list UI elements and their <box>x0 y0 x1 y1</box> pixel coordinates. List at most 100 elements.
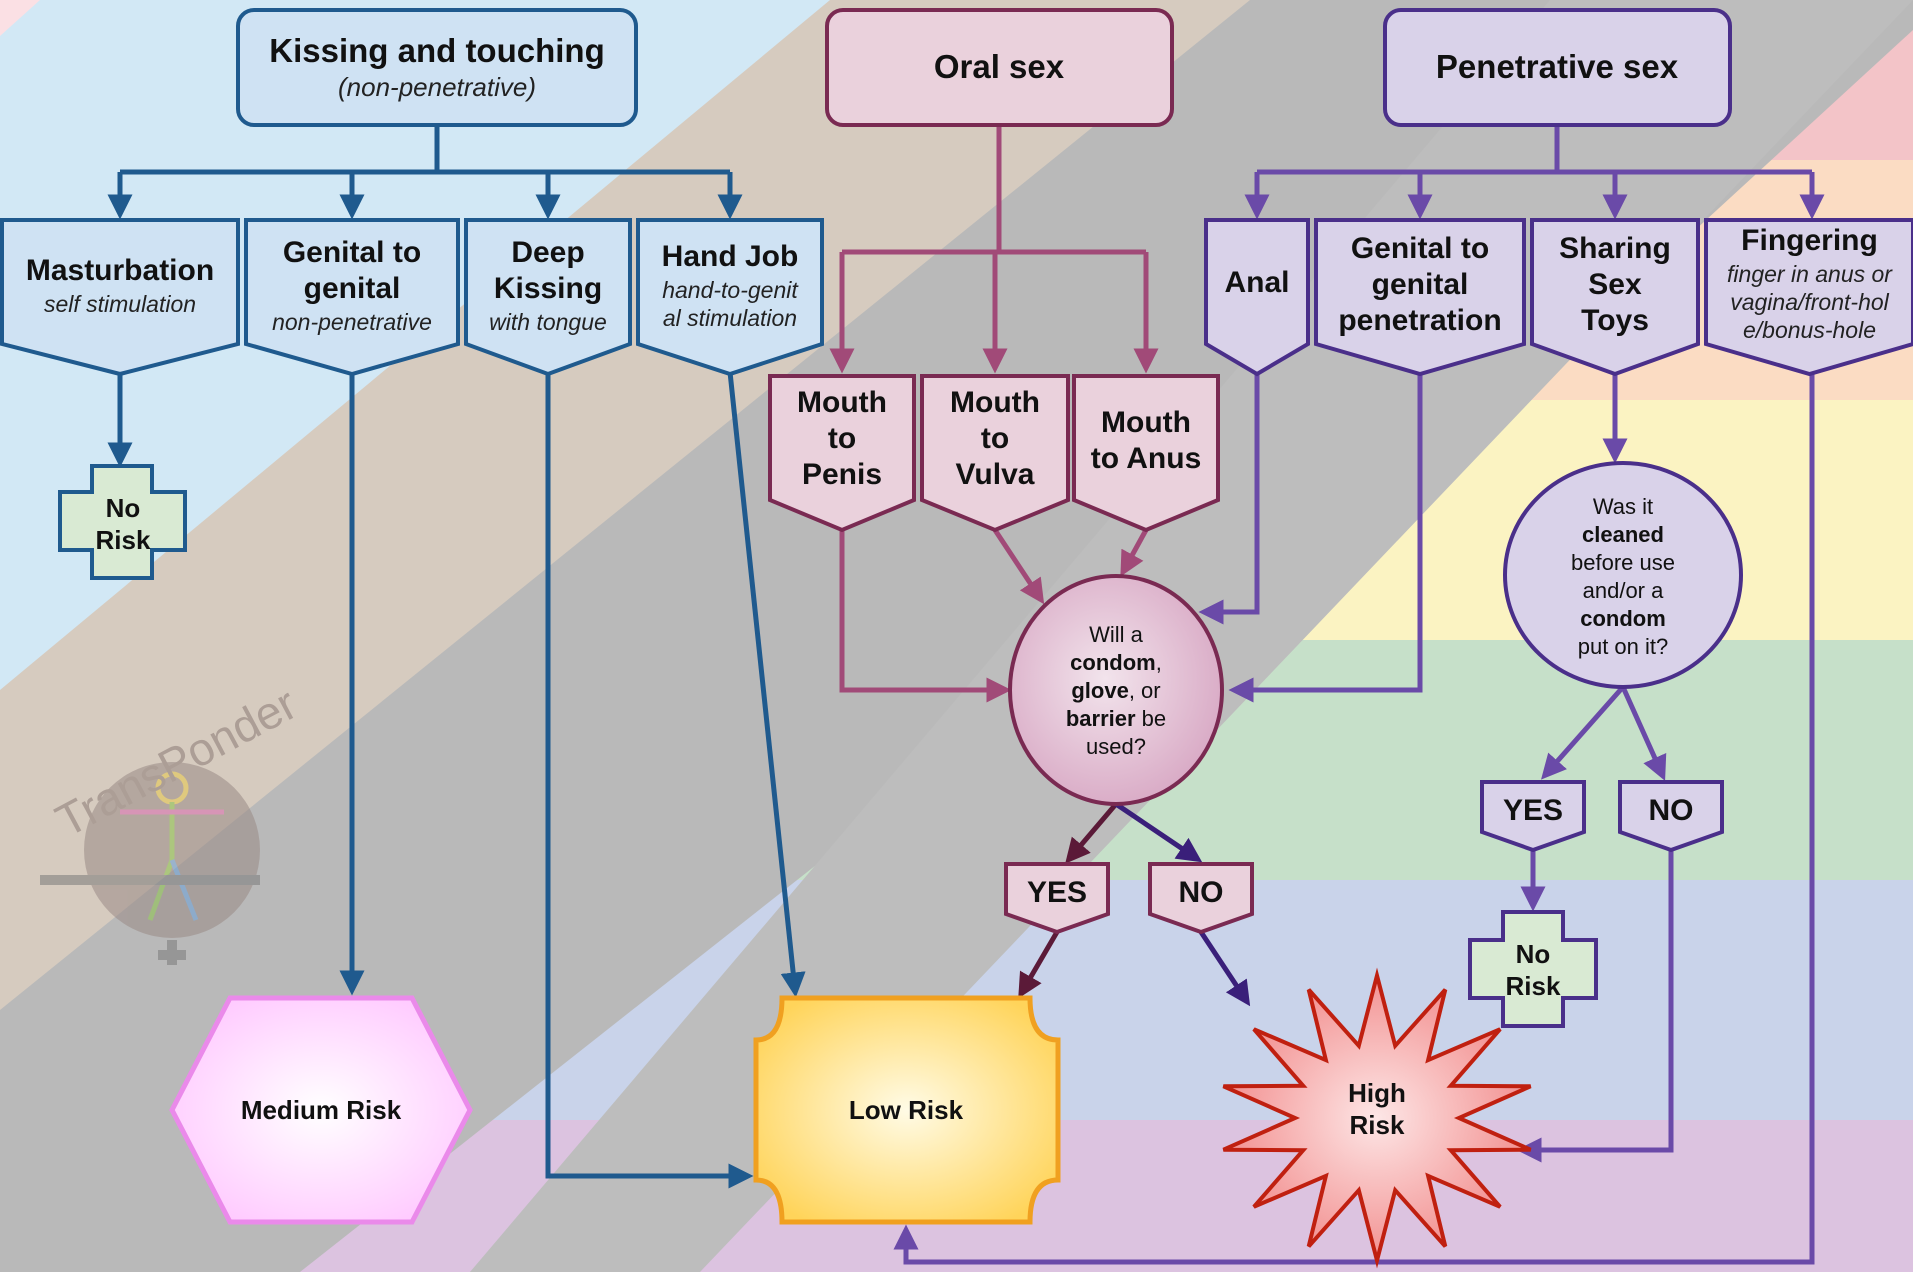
pen-item-1-title: penetration <box>1338 304 1501 337</box>
kissing-item-2-title: Kissing <box>494 272 602 305</box>
oral-item-1-shape <box>920 374 1070 533</box>
answer-yes-barrier: YES <box>1004 862 1110 935</box>
answer-yes-toys: YES <box>1480 780 1586 853</box>
outcome-low-risk: Low Risk <box>753 995 1061 1225</box>
arrow-toys-no <box>1620 685 1667 781</box>
oral-item-0-shape <box>768 374 916 533</box>
pen-item-1-title: genital <box>1372 268 1469 301</box>
kissing-item-0-subtitle: self stimulation <box>44 291 196 317</box>
arrow-anus-question <box>1120 528 1149 577</box>
answer-no-barrier: NO <box>1148 862 1254 935</box>
oral-item-1-title: to <box>981 422 1009 455</box>
kissing-item-1-title: Genital to <box>283 236 421 269</box>
kissing-item-1-shape <box>244 218 460 377</box>
pen-item-0: Anal <box>1204 218 1310 377</box>
no-risk-toys-label-line1: No <box>1516 939 1551 969</box>
arrow-anal-question <box>1198 372 1260 625</box>
low-risk-label: Low Risk <box>849 1095 964 1125</box>
arrow-question-no <box>1114 801 1203 863</box>
pen-item-2-title: Sharing <box>1559 232 1671 265</box>
kissing-item-3-title: Hand Job <box>662 240 799 273</box>
outcome-medium-risk: Medium Risk <box>169 995 473 1225</box>
pen-item-2-title: Toys <box>1581 304 1649 337</box>
oral-item-2-shape <box>1072 374 1220 533</box>
pen-item-3-shape <box>1704 218 1913 377</box>
pen-item-1-title: Genital to <box>1351 232 1489 265</box>
arrow-no-high <box>1198 930 1251 1007</box>
oral-item-0-title: Mouth <box>797 386 887 419</box>
pen-item-2-shape <box>1530 218 1700 377</box>
arrow-yes-low <box>1018 930 1060 999</box>
arrow-penis-question <box>839 530 1012 703</box>
kissing-item-2-title: Deep <box>511 236 584 269</box>
arrow-deepkiss-low <box>545 372 754 1189</box>
pen-item-3-title: Fingering <box>1741 224 1878 257</box>
high-risk-label-line1: High <box>1348 1078 1406 1108</box>
arrow-toys-yes <box>1541 685 1625 780</box>
kissing-item-1-title: genital <box>304 272 401 305</box>
header-kissing-title: Kissing and touching <box>269 32 605 69</box>
arrow-no-high-toys <box>1516 850 1674 1163</box>
kissing-item-2-subtitle: with tongue <box>489 309 607 335</box>
pen-item-3-subtitle: vagina/front-hol <box>1730 289 1889 315</box>
header-kissing: Kissing and touching (non-penetrative) <box>236 8 638 127</box>
oral-item-2-title: Mouth <box>1101 406 1191 439</box>
arrow-question-yes <box>1065 802 1118 864</box>
pen-item-2-title: Sex <box>1588 268 1642 301</box>
oral-item-1-title: Vulva <box>956 458 1035 491</box>
answer-no-label: NO <box>1179 876 1224 909</box>
kissing-item-0: Masturbation self stimulation <box>0 218 240 377</box>
pen-item-3-subtitle: finger in anus or <box>1727 261 1893 287</box>
kissing-item-0-title: Masturbation <box>26 254 214 287</box>
outcome-high-risk: High Risk <box>1222 967 1532 1269</box>
header-oral-title: Oral sex <box>934 48 1065 85</box>
logo-figure-icon <box>120 771 224 921</box>
oral-item-1-title: Mouth <box>950 386 1040 419</box>
high-risk-label-line2: Risk <box>1350 1110 1405 1140</box>
no-risk-badge-masturbation: No Risk <box>58 464 187 580</box>
kissing-item-3-shape <box>636 218 824 377</box>
pen-item-0-title: Anal <box>1224 266 1289 299</box>
no-risk-label-line1: No <box>106 493 141 523</box>
pen-item-3-subtitle: e/bonus-hole <box>1743 317 1876 343</box>
header-kissing-subtitle: (non-penetrative) <box>338 72 536 102</box>
arrow-vulva-question <box>992 528 1045 605</box>
medium-risk-label: Medium Risk <box>241 1095 402 1125</box>
header-penetrative: Penetrative sex <box>1383 8 1732 127</box>
kissing-item-2-shape <box>464 218 632 377</box>
no-risk-label-line2: Risk <box>96 525 151 555</box>
answer-yes-toys-label: YES <box>1503 794 1563 827</box>
pen-item-3: Fingering finger in anus orvagina/front-h… <box>1704 218 1913 377</box>
answer-no-toys: NO <box>1618 780 1724 853</box>
oral-item-0-title: to <box>828 422 856 455</box>
kissing-item-3-subtitle: hand-to-genit <box>662 277 799 303</box>
arrow-fingering-low <box>893 372 1815 1265</box>
connectors <box>107 125 1825 1265</box>
oral-item-2-title: to Anus <box>1091 442 1202 475</box>
arrow-handjob-low <box>727 371 806 998</box>
kissing-item-1-subtitle: non-penetrative <box>272 309 432 335</box>
header-penetrative-title: Penetrative sex <box>1436 48 1679 85</box>
no-risk-badge-toys: No Risk <box>1468 910 1598 1028</box>
header-oral: Oral sex <box>825 8 1174 127</box>
no-risk-toys-label-line2: Risk <box>1506 971 1561 1001</box>
pen-item-1-shape <box>1314 218 1526 377</box>
kissing-activities: Masturbation self stimulation Genital toge… <box>0 218 824 377</box>
answer-no-toys-label: NO <box>1649 794 1694 827</box>
oral-item-0-title: Penis <box>802 458 882 491</box>
kissing-item-0-shape <box>0 218 240 377</box>
pen-item-0-shape <box>1204 218 1310 377</box>
